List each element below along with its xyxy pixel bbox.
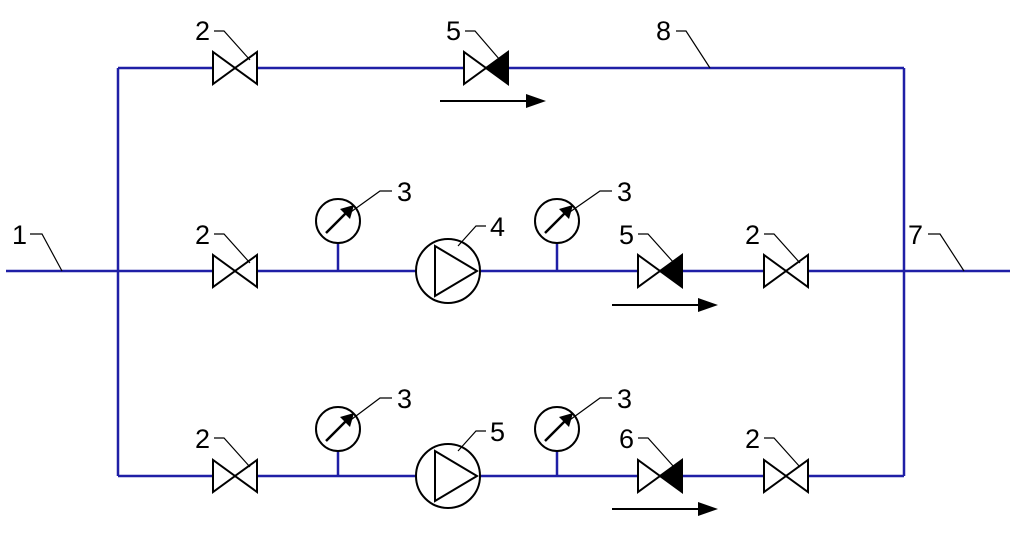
leader-line — [676, 30, 711, 69]
label-inlet: 1 — [12, 220, 27, 250]
leader-line — [214, 30, 251, 61]
label-pump2: 5 — [490, 417, 505, 447]
pressure-gauges — [315, 198, 580, 452]
leader-line — [928, 233, 965, 272]
leader-line — [30, 233, 63, 272]
label-outlet: 7 — [908, 220, 923, 250]
pipework — [6, 66, 1010, 478]
label-pump1-check-valve: 5 — [619, 220, 634, 250]
flow-arrow-icon — [612, 298, 718, 312]
leader-line — [214, 437, 251, 468]
pressure-gauge-icon — [315, 198, 361, 244]
label-pump2-discharge-gauge: 3 — [617, 384, 632, 414]
leader-line — [638, 233, 675, 264]
label-bypass-valve: 2 — [195, 16, 210, 46]
leader-line — [566, 397, 612, 423]
label-pump1: 4 — [490, 212, 505, 242]
label-pump1-discharge-gauge: 3 — [617, 177, 632, 207]
label-pump2-check-valve: 6 — [619, 424, 634, 454]
label-bypass-check-valve: 5 — [446, 16, 461, 46]
check-valve-icon — [463, 50, 509, 86]
leader-lines — [30, 30, 965, 468]
label-pump1-suction-gauge: 3 — [397, 177, 412, 207]
label-bypass-line: 8 — [656, 16, 671, 46]
leader-line — [764, 437, 801, 468]
gate-valve-icon — [212, 253, 258, 289]
gate-valves — [212, 50, 809, 494]
pump-icon — [415, 443, 481, 509]
flow-arrow-icon — [440, 94, 546, 108]
leader-line — [566, 190, 612, 215]
label-pump1-outlet-valve: 2 — [745, 220, 760, 250]
label-pump2-inlet-valve: 2 — [195, 424, 210, 454]
leader-line — [347, 397, 392, 423]
gate-valve-icon — [212, 458, 258, 494]
check-valve-icon — [637, 458, 683, 494]
callout-labels: 1 7 8 2 5 2 3 4 3 5 2 2 3 5 3 6 2 — [12, 16, 923, 454]
pressure-gauge-icon — [534, 406, 580, 452]
leader-line — [457, 225, 486, 247]
flow-arrow-icon — [612, 502, 718, 516]
leader-line — [465, 30, 501, 61]
gate-valve-icon — [212, 50, 258, 86]
pumps — [415, 238, 481, 509]
leader-line — [764, 233, 801, 264]
leader-line — [347, 190, 392, 215]
label-pump2-outlet-valve: 2 — [745, 424, 760, 454]
leader-line — [457, 430, 486, 452]
leader-line — [638, 437, 675, 468]
check-valve-icon — [637, 253, 683, 289]
gate-valve-icon — [763, 458, 809, 494]
leader-line — [214, 233, 251, 264]
pressure-gauge-icon — [315, 406, 361, 452]
label-pump2-suction-gauge: 3 — [397, 384, 412, 414]
gate-valve-icon — [763, 253, 809, 289]
pump-icon — [415, 238, 481, 304]
pressure-gauge-icon — [534, 198, 580, 244]
label-pump1-inlet-valve: 2 — [195, 220, 210, 250]
flow-arrows — [440, 94, 718, 516]
check-valves — [463, 50, 683, 494]
